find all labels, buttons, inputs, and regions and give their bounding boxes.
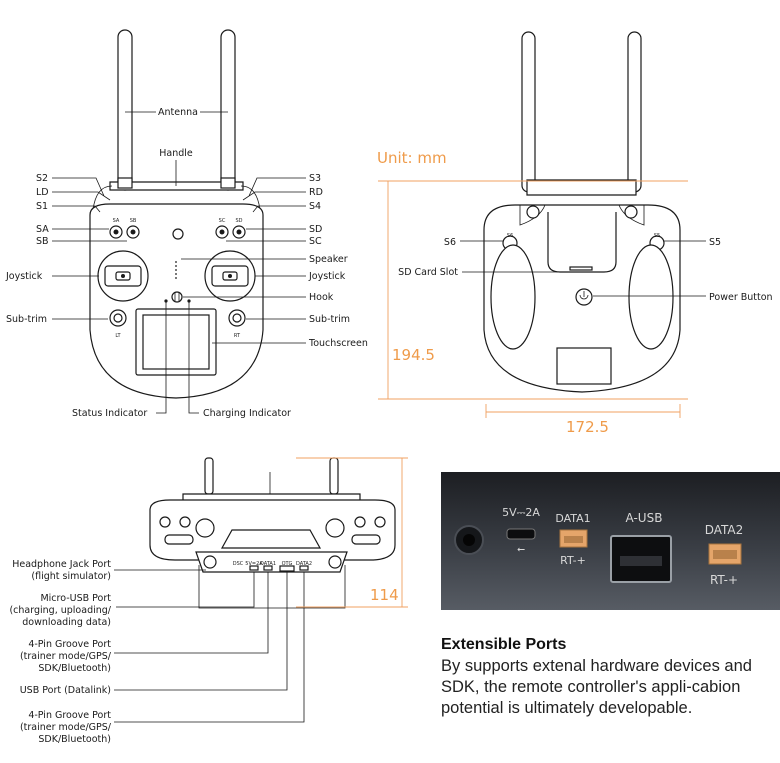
port-strip [195, 551, 348, 573]
charging-indicator-dot [187, 299, 191, 303]
label-sa: SA [36, 224, 49, 235]
label-antenna: Antenna [158, 107, 198, 118]
unit-label: Unit: mm [377, 149, 447, 167]
label-right-joystick: Joystick [308, 271, 346, 282]
back-left-antenna [521, 31, 536, 193]
port-labels: Headphone Jack Port (flight simulator) M… [9, 559, 111, 745]
left-grip [490, 244, 536, 350]
label-groove-1-1: 4-Pin Groove Port [28, 639, 111, 650]
label-status-indicator: Status Indicator [72, 408, 147, 419]
back-right-antenna [627, 31, 642, 193]
port-mark-data2: DATA2 [296, 561, 312, 567]
label-groove-2-3: SDK/Bluetooth) [38, 734, 111, 745]
label-micro-usb-1: Micro-USB Port [40, 593, 111, 604]
label-headphone-jack-1: Headphone Jack Port [12, 559, 111, 570]
mark-sa: SA [113, 218, 120, 224]
usb-symbol-icon: ⭠ [517, 544, 525, 555]
right-grip [628, 244, 674, 350]
label-s6: S6 [444, 237, 456, 248]
mark-sb: SB [130, 218, 137, 224]
label-groove-2-2: (trainer mode/GPS/ [20, 722, 112, 733]
speaker [175, 261, 177, 279]
label-power-button: Power Button [709, 292, 773, 303]
mark-s6: S6 [507, 233, 513, 239]
label-groove-2-1: 4-Pin Groove Port [28, 710, 111, 721]
label-speaker: Speaker [309, 254, 348, 265]
label-micro-usb-3: downloading data) [22, 617, 111, 628]
groove-port-2 [299, 565, 309, 571]
label-ld: LD [36, 187, 49, 198]
handle [109, 181, 244, 191]
back-view: S6 S5 [378, 31, 706, 418]
photo-sublabel-data1: RT-+ [560, 554, 586, 567]
extensible-ports-title: Extensible Ports [441, 636, 567, 653]
label-rd: RD [309, 187, 323, 198]
label-left-joystick: Joystick [5, 271, 43, 282]
status-indicator-dot [164, 299, 168, 303]
bottom-view: DSC 5V=2A DATA1 OTG DATA2 [114, 457, 408, 723]
label-groove-1-2: (trainer mode/GPS/ [20, 651, 112, 662]
micro-usb-port [249, 565, 259, 571]
port-mark-5v: 5V=2A [245, 561, 263, 567]
label-sc: SC [309, 236, 322, 247]
label-hook: Hook [309, 292, 334, 303]
right-antenna [220, 29, 236, 191]
label-handle: Handle [159, 148, 193, 159]
label-groove-1-3: SDK/Bluetooth) [38, 663, 111, 674]
groove-port-1 [263, 565, 273, 571]
headphone-jack [203, 555, 217, 569]
mark-rt: RT [234, 333, 241, 339]
left-antenna [117, 29, 133, 191]
label-sd-card-slot: SD Card Slot [398, 267, 458, 278]
label-s5: S5 [709, 237, 721, 248]
ports-photo: 5V⎓2A ⭠ DATA1 RT-+ A-USB DATA2 RT-+ [441, 472, 780, 610]
label-s3: S3 [309, 173, 321, 184]
width-dimension: 172.5 [566, 418, 609, 436]
height-dimension: 194.5 [392, 346, 435, 364]
photo-label-data2: DATA2 [705, 523, 744, 537]
extensible-ports-body: By supports extenal hardware devices and… [441, 657, 752, 717]
label-touchscreen: Touchscreen [308, 338, 368, 349]
label-usb-port: USB Port (Datalink) [20, 685, 111, 696]
photo-sublabel-data2: RT-+ [710, 573, 738, 587]
mark-sd: SD [235, 218, 242, 224]
hook [171, 291, 183, 303]
label-charging-indicator: Charging Indicator [203, 408, 291, 419]
label-sd: SD [309, 224, 322, 235]
label-sb: SB [36, 236, 49, 247]
front-view: SA SB SC SD LT RT [52, 29, 306, 414]
label-left-subtrim: Sub-trim [6, 314, 47, 325]
label-s1: S1 [36, 201, 48, 212]
mark-sc: SC [219, 218, 226, 224]
back-label-plate [556, 347, 612, 385]
bottom-height-dimension: 114 [370, 586, 399, 604]
sd-card-slot [569, 266, 593, 271]
center-knob [172, 228, 184, 240]
label-micro-usb-2: (charging, uploading/ [9, 605, 111, 616]
mark-s5: S5 [654, 233, 660, 239]
photo-label-ausb: A-USB [626, 511, 663, 525]
port-mark-dsc: DSC [233, 561, 244, 567]
photo-label-data1: DATA1 [555, 512, 590, 525]
label-s2: S2 [36, 173, 48, 184]
label-headphone-jack-2: (flight simulator) [31, 571, 111, 582]
photo-micro-usb [506, 528, 536, 540]
usb-port [279, 565, 295, 572]
label-s4: S4 [309, 201, 321, 212]
photo-label-5v: 5V⎓2A [502, 506, 540, 519]
label-right-subtrim: Sub-trim [309, 314, 350, 325]
mark-lt: LT [115, 333, 121, 339]
back-panel [547, 212, 617, 273]
port-mark-otg: OTG [282, 561, 293, 567]
port-mark-data1: DATA1 [260, 561, 276, 567]
